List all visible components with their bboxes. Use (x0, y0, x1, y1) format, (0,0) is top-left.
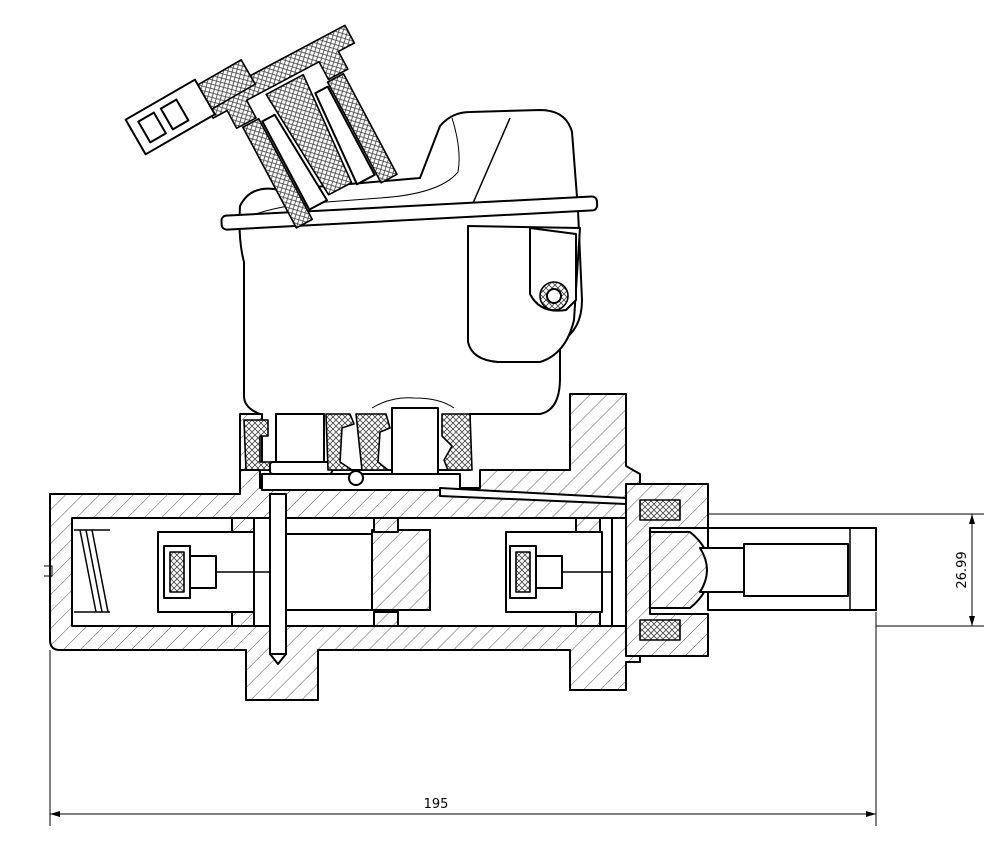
secondary-cup-seal-top (231, 517, 255, 533)
primary-valve-poppet (535, 555, 563, 589)
filler-cap-assembly (202, 24, 398, 229)
grommet-right-seal-left (355, 413, 391, 471)
internal-components (74, 483, 709, 665)
rear-washer (611, 517, 627, 627)
filler-neck-right (326, 72, 398, 184)
bleed-port (348, 470, 364, 486)
pushrod-end (649, 531, 711, 609)
rear-seal-top (639, 499, 681, 521)
filler-neck-gap (261, 113, 328, 211)
primary-piston-shaft (285, 533, 373, 611)
filler-cap (202, 24, 356, 130)
port-right (391, 407, 439, 475)
grommet-right-seal-right (441, 413, 473, 471)
rear-seal-bottom (639, 619, 681, 641)
filler-neck-gap-right (314, 85, 376, 186)
pushrod-tip (699, 547, 745, 593)
pushrod-rod (743, 543, 849, 597)
diameter-dimension-value: 26.99 (955, 551, 970, 588)
rear-seal-holder (625, 483, 709, 657)
filler-strainer (265, 73, 353, 196)
filler-neck-left (242, 117, 314, 229)
reservoir-seam-flange (220, 195, 599, 231)
primary-valve-seal (515, 551, 531, 593)
reservoir-grommets (239, 397, 473, 475)
end-plug-mark (44, 565, 53, 577)
connector-terminal-left (137, 111, 167, 144)
port-left-lip (269, 461, 333, 475)
primary-cup-seal-top (575, 517, 601, 533)
secondary-valve-seal (169, 551, 185, 593)
reservoir-slope-line (469, 117, 511, 211)
stop-pin (269, 493, 287, 655)
port-right-bead (371, 397, 455, 409)
float-pin-hole (546, 288, 562, 304)
reservoir-inner-contour (245, 117, 460, 219)
primary-piston-head (371, 529, 431, 611)
primary-seal-top (373, 517, 399, 533)
pushrod (649, 527, 877, 611)
connector-boot (197, 59, 257, 110)
secondary-cup-seal-bottom (231, 611, 255, 627)
secondary-valve-poppet (189, 555, 217, 589)
grommet-left-seal-right (325, 413, 355, 471)
level-sensor-connector (124, 59, 257, 156)
stop-pin-tip (269, 653, 287, 665)
secondary-return-spring (79, 529, 109, 613)
length-dimension-value: 195 (424, 797, 449, 812)
primary-cup-seal-bottom (575, 611, 601, 627)
primary-seal-bottom (373, 611, 399, 627)
connector-terminal-right (159, 98, 190, 131)
port-left (275, 413, 325, 471)
dimension-lines: 195 26.99 (49, 513, 984, 826)
